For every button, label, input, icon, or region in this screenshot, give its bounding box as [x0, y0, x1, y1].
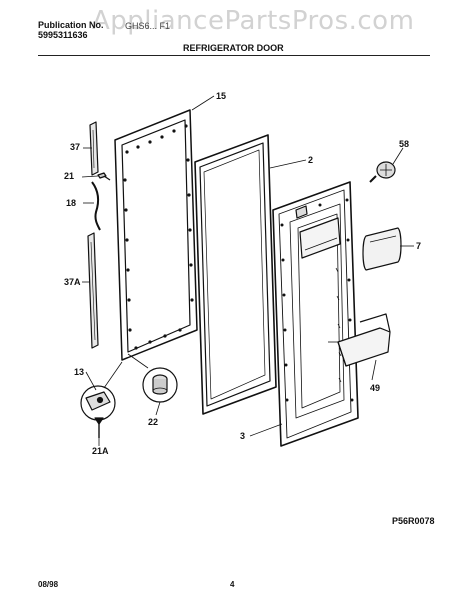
callout-21: 21 — [64, 171, 75, 181]
page-number: 4 — [230, 580, 235, 589]
part-49-door-bin — [328, 313, 391, 367]
callout-18: 18 — [66, 198, 77, 208]
part-21-screw — [97, 172, 111, 181]
model-label: GHS6... F1 — [125, 21, 171, 31]
part-18-hinge-pin — [83, 181, 101, 231]
callout-13: 13 — [74, 367, 85, 377]
figure-code: P56R0078 — [392, 516, 435, 526]
part-7-dairy-door — [362, 227, 402, 271]
part-22-door-stop — [142, 367, 178, 403]
footer-date: 08/98 — [38, 580, 59, 589]
part-37A-hinge-strip — [87, 232, 99, 349]
callout-22: 22 — [148, 417, 159, 427]
callout-37: 37 — [70, 142, 81, 152]
callout-49: 49 — [370, 383, 381, 393]
callout-2: 2 — [308, 155, 314, 165]
callout-7: 7 — [416, 241, 422, 251]
callout-21A: 21A — [92, 446, 109, 456]
publication-number: 5995311636 — [38, 30, 88, 40]
part-3-door-panel — [272, 181, 359, 447]
callout-37A: 37A — [64, 277, 81, 287]
part-13-hinge-bracket — [80, 385, 116, 421]
part-21A-screw — [94, 417, 104, 438]
callout-58: 58 — [399, 139, 410, 149]
publication-label: Publication No. — [38, 20, 104, 30]
part-58-screw — [369, 161, 396, 183]
header-rule — [38, 55, 430, 56]
section-title: REFRIGERATOR DOOR — [183, 43, 284, 53]
part-15-door-frame — [114, 109, 198, 361]
callout-15: 15 — [216, 91, 227, 101]
watermark: AppliancePartsPros.com — [92, 6, 415, 36]
part-37-hinge-strip — [89, 121, 99, 176]
part-2-gasket — [194, 134, 277, 415]
callout-3: 3 — [240, 431, 246, 441]
